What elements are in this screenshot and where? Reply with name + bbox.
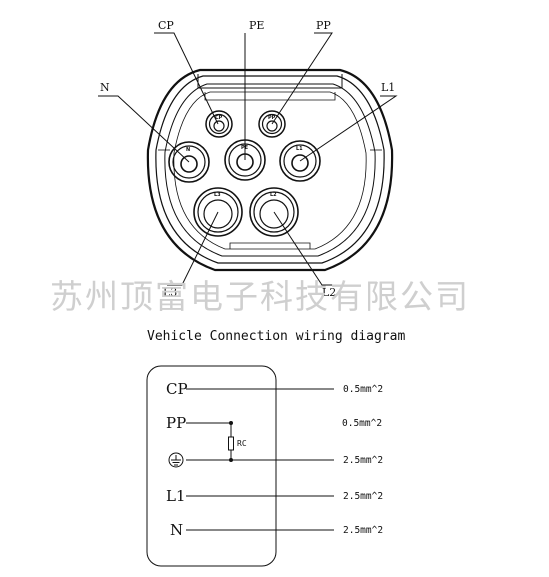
pin-l2-mark: L2 (270, 192, 277, 198)
wire-spec-n: 2.5mm^2 (343, 525, 383, 536)
wire-spec-l1: 2.5mm^2 (343, 491, 383, 502)
label-l1: L1 (381, 81, 395, 94)
pin-cp-mark: CP (215, 115, 223, 121)
watermark: 苏州顶富电子科技有限公司 (50, 277, 470, 316)
leader-lines (98, 32, 398, 286)
pin-l1 (279, 140, 321, 182)
label-pe: PE (249, 19, 264, 32)
label-l3: L3 (163, 286, 177, 299)
pin-cp (205, 110, 233, 138)
label-l2: L2 (322, 286, 336, 299)
resistor-label: RC (237, 439, 247, 448)
pin-l3 (193, 187, 243, 237)
junction-pe (229, 458, 233, 462)
pin-pp (258, 110, 286, 138)
diagram-caption: Vehicle Connection wiring diagram (147, 329, 405, 344)
wire-label-pp: PP (166, 414, 186, 432)
ground-icon (168, 452, 184, 468)
wire-label-n: N (170, 521, 183, 539)
label-n: N (100, 81, 110, 94)
wire-label-l1: L1 (166, 487, 186, 505)
pin-pp-mark: PP (268, 115, 276, 121)
wire-spec-pp: 0.5mm^2 (342, 418, 382, 429)
pin-n (168, 141, 210, 183)
wire-spec-cp: 0.5mm^2 (343, 384, 383, 395)
label-pp: PP (316, 19, 331, 32)
pin-l2 (249, 187, 299, 237)
label-cp: CP (158, 19, 174, 32)
plug-outline (146, 365, 277, 567)
pin-n-mark: N (186, 147, 190, 153)
wire-spec-pe: 2.5mm^2 (343, 455, 383, 466)
resistor-rc (228, 436, 234, 451)
pin-l3-mark: L3 (214, 192, 221, 198)
pin-l1-mark: L1 (296, 146, 303, 152)
wire-label-cp: CP (166, 380, 188, 398)
